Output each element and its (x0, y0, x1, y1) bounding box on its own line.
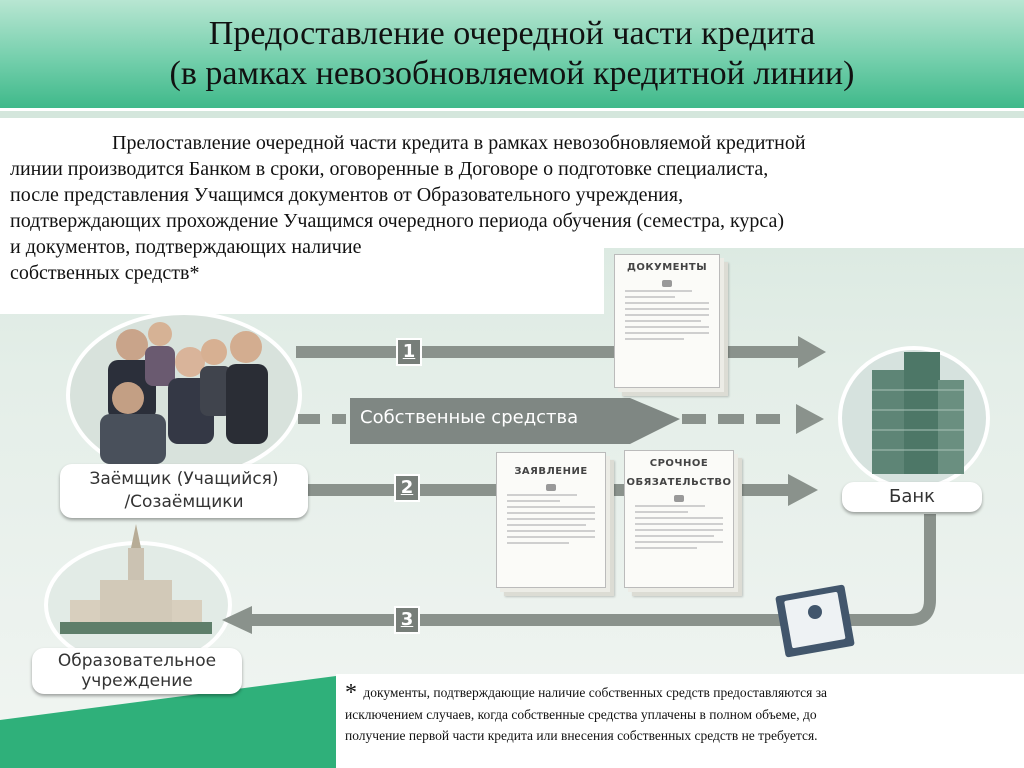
borrower-label-line-1: Заёмщик (Учащийся) (89, 469, 279, 489)
school-label-line-2: учреждение (81, 671, 193, 691)
intro-line: Прелоставление очередной части кредита в… (10, 130, 1010, 156)
bank-label: Банк (842, 482, 982, 512)
bank-building-photo (838, 346, 990, 490)
own-funds-banner (350, 398, 680, 444)
step-1-badge: 1 (396, 338, 422, 366)
text-lines-icon (507, 494, 595, 544)
text-lines-icon (635, 505, 723, 549)
school-label-line-1: Образовательное (57, 651, 217, 671)
application-doc-title: ЗАЯВЛЕНИЕ (514, 466, 588, 477)
arrow-1-head (798, 336, 826, 368)
arrow-3-head (222, 606, 252, 634)
intro-box-bottom (0, 248, 604, 314)
text-lines-icon (625, 290, 709, 340)
own-funds-label: Собственные средства (360, 407, 579, 428)
school-label: Образовательное учреждение (32, 648, 242, 694)
emblem-icon (662, 280, 672, 287)
intro-line: линии производится Банком в сроки, огово… (10, 158, 769, 180)
arrow-2-head (788, 474, 818, 506)
intro-line: подтверждающих прохождение Учащимся очер… (10, 210, 785, 232)
obligation-doc-icon: СРОЧНОЕ ОБЯЗАТЕЛЬСТВО (624, 450, 734, 588)
step-3-badge: 3 (394, 606, 420, 634)
footnote-star: * (345, 680, 357, 706)
footnote: * документы, подтверждающие наличие собс… (345, 680, 1005, 746)
arrow-3-path (250, 514, 936, 626)
title-line-2: (в рамках невозобновляемой кредитной лин… (169, 55, 855, 92)
intro-paragraph: Прелоставление очередной части кредита в… (10, 130, 1010, 286)
borrower-photo (66, 311, 302, 479)
header-banner: Предоставление очередной части кредита (… (0, 0, 1024, 108)
emblem-icon (674, 495, 684, 502)
footnote-line-2: исключением случаев, когда собственные с… (345, 707, 817, 722)
documents-doc-title: ДОКУМЕНТЫ (626, 262, 708, 273)
borrower-label: Заёмщик (Учащийся) /Созаёмщики (60, 464, 308, 518)
own-funds-arrow-head (796, 404, 824, 434)
borrower-label-line-2: /Созаёмщики (124, 492, 244, 512)
arrow-1-shaft (296, 346, 800, 358)
school-building-photo (44, 524, 232, 669)
documents-doc-icon: ДОКУМЕНТЫ (614, 254, 720, 388)
intro-line: собственных средств* (10, 262, 200, 284)
intro-line-text: Прелоставление очередной части кредита в… (112, 132, 806, 154)
footnote-box (336, 674, 1024, 768)
own-funds-dashes (298, 414, 780, 424)
application-doc-icon: ЗАЯВЛЕНИЕ (496, 452, 606, 588)
footnote-line-3: получение первой части кредита или внесе… (345, 728, 818, 743)
obligation-doc-title-line-2: ОБЯЗАТЕЛЬСТВО (626, 477, 732, 488)
intro-box-top (0, 118, 1024, 248)
step-2-badge: 2 (394, 474, 420, 502)
page-title: Предоставление очередной части кредита (… (0, 0, 1024, 94)
passbook-icon (775, 584, 855, 658)
footnote-line-1: документы, подтверждающие наличие собств… (363, 685, 828, 700)
intro-line: и документов, подтверждающих наличие (10, 236, 362, 258)
emblem-icon (546, 484, 556, 491)
header-divider (0, 108, 1024, 111)
footnote-line: * документы, подтверждающие наличие собс… (345, 680, 1005, 706)
intro-line: после представления Учащимся документов … (10, 184, 684, 206)
title-line-1: Предоставление очередной части кредита (208, 15, 816, 52)
obligation-doc-title-line-1: СРОЧНОЕ (649, 458, 709, 469)
